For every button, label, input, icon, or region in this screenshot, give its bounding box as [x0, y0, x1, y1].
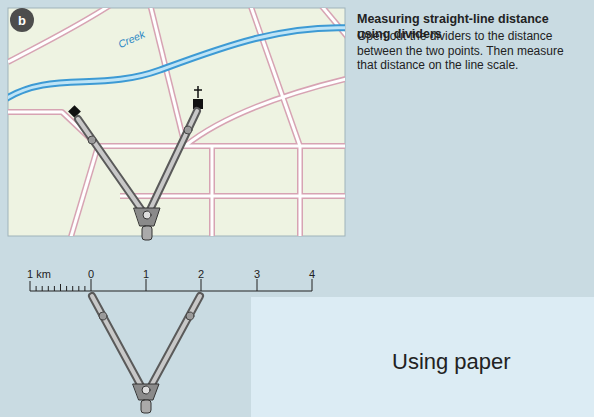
panel-letter-badge: b — [10, 8, 34, 32]
dividers — [92, 296, 200, 413]
node-text: b — [18, 13, 34, 28]
scale-number: 3 — [254, 268, 260, 281]
road-network — [8, 8, 345, 236]
node-text: Using paper — [392, 349, 594, 375]
scale-unit: 1 km — [27, 268, 51, 281]
line-scale — [30, 279, 312, 291]
scale-number: 1 — [143, 268, 149, 281]
scale-number: 2 — [198, 268, 204, 281]
caption-box: Using paper — [251, 297, 594, 417]
church-cross — [194, 86, 202, 98]
body-text: Open out the dividers to the distance be… — [357, 29, 585, 73]
scale-number: 0 — [88, 268, 94, 281]
scale-number: 4 — [309, 268, 315, 281]
dividers — [78, 111, 197, 240]
